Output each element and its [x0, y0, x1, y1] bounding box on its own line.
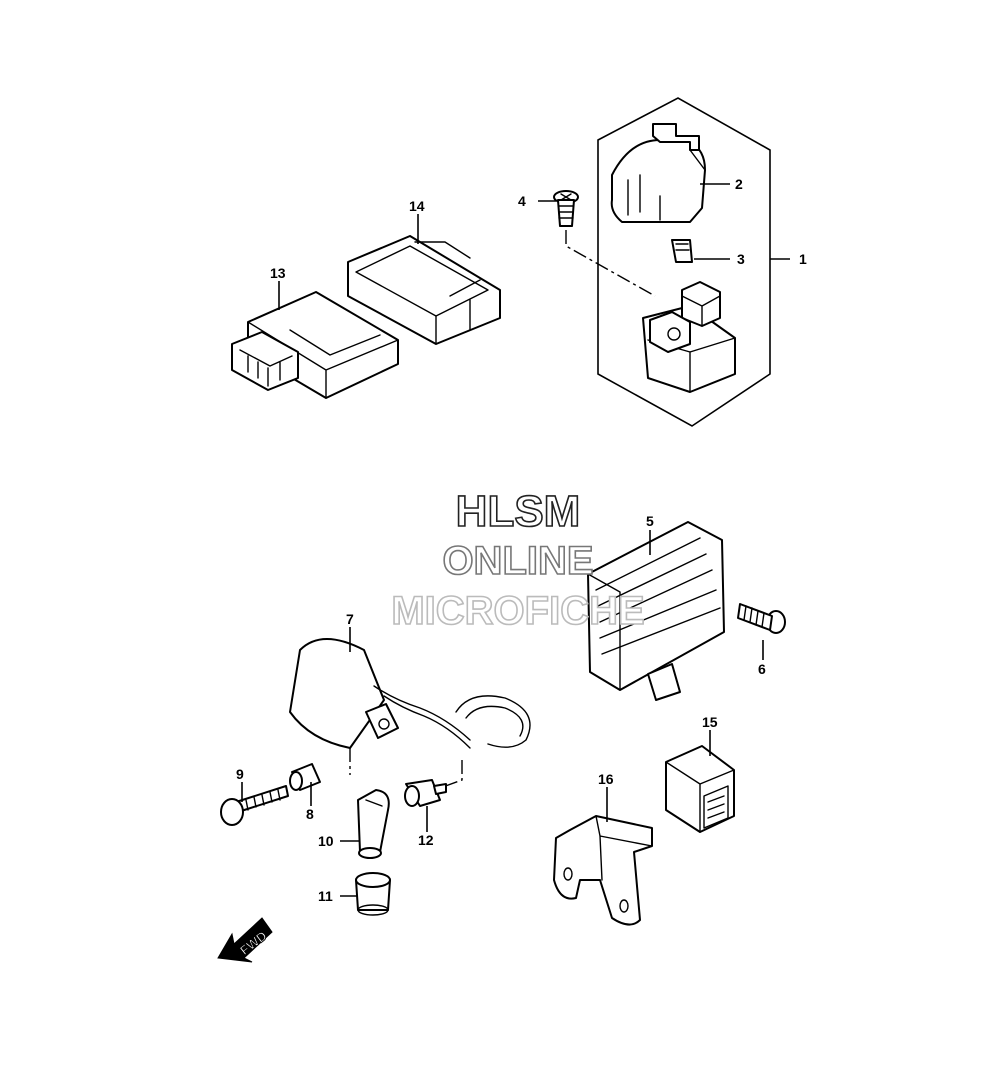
callout-1: 1 [799, 251, 807, 267]
callout-9: 9 [236, 766, 244, 782]
callout-8: 8 [306, 806, 314, 822]
leader-lines [241, 183, 790, 897]
callout-11: 11 [318, 888, 333, 904]
ecu-cover-part [347, 235, 501, 345]
callout-5: 5 [646, 513, 654, 529]
connector-part [665, 745, 735, 833]
spacer-part [289, 763, 321, 791]
callout-16: 16 [598, 771, 614, 787]
ecu-part [231, 291, 399, 399]
watermark-line3: MICROFICHE [391, 589, 644, 633]
plug-cap-part [357, 789, 390, 859]
regulator-bolt-part [737, 603, 786, 634]
assembly-outline [597, 97, 771, 427]
regulator-rectifier-part [587, 521, 725, 701]
starter-relay-part [642, 281, 736, 393]
callout-7: 7 [346, 611, 354, 627]
callout-10: 10 [318, 833, 334, 849]
cap-seal-part [355, 872, 391, 916]
forward-direction-arrow: FWD [217, 917, 273, 963]
watermark-line1: HLSM [456, 487, 581, 536]
callout-4: 4 [518, 193, 526, 209]
watermark: HLSM ONLINE MICROFICHE [391, 486, 646, 634]
fuse-part [671, 239, 693, 263]
callout-2: 2 [735, 176, 743, 192]
callout-3: 3 [737, 251, 745, 267]
callout-14: 14 [409, 198, 425, 214]
coil-bolt-part [220, 785, 289, 826]
terminal-cover-part [610, 123, 706, 223]
callout-15: 15 [702, 714, 718, 730]
watermark-line2: ONLINE [442, 539, 593, 583]
ignition-coil-part [289, 638, 531, 749]
callout-13: 13 [270, 265, 286, 281]
coil-terminal-part [404, 779, 447, 807]
callout-6: 6 [758, 661, 766, 677]
screw-part [553, 190, 579, 227]
bracket-part [553, 815, 653, 926]
callout-12: 12 [418, 832, 434, 848]
